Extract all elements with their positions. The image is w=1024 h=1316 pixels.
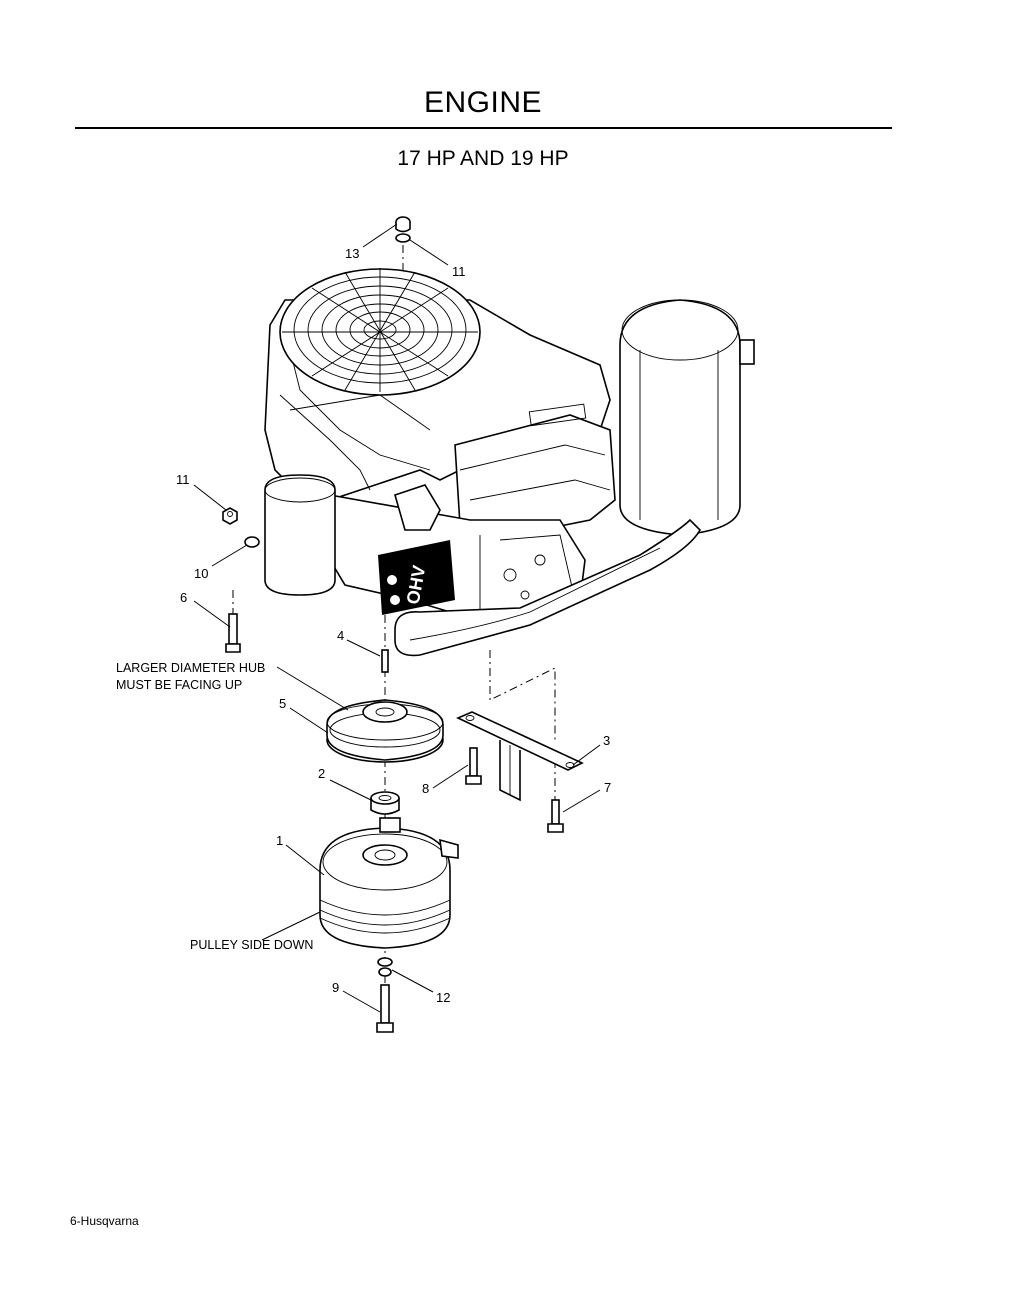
note-hub-line1: LARGER DIAMETER HUB [116, 661, 265, 675]
callout-4: 4 [337, 628, 344, 643]
callout-12: 12 [436, 990, 450, 1005]
title-rule [75, 127, 892, 129]
callout-3: 3 [603, 733, 610, 748]
callout-2: 2 [318, 766, 325, 781]
callout-1: 1 [276, 833, 283, 848]
page-title: ENGINE [423, 86, 543, 119]
page-footer: 6-Husqvarna [70, 1214, 139, 1228]
callout-6: 6 [180, 590, 187, 605]
part-9-bolt [376, 984, 394, 1033]
callout-13: 13 [345, 246, 359, 261]
ohv-decal: OHV [378, 540, 455, 615]
part-13-nut [395, 216, 411, 233]
centerline-bracket [489, 650, 556, 740]
muffler [619, 299, 755, 536]
callout-9: 9 [332, 980, 339, 995]
leader-lines [193, 223, 601, 1013]
part-4-key [381, 649, 389, 673]
part-7-bolt [547, 799, 564, 833]
part-5-pulley [326, 699, 444, 763]
exhaust-pipe [394, 518, 701, 657]
part-2-spacer [370, 791, 400, 815]
page-subtitle: 17 HP AND 19 HP [397, 147, 569, 170]
part-10-washer [244, 536, 260, 548]
part-12-washer [377, 957, 393, 977]
note-pulley: PULLEY SIDE DOWN [190, 938, 313, 952]
callout-11-top: 11 [452, 264, 466, 279]
oil-filter [264, 474, 336, 596]
callout-10: 10 [194, 566, 208, 581]
callout-11-left: 11 [176, 472, 190, 487]
fan-screen [279, 268, 481, 396]
part-11-washer-top [395, 233, 411, 243]
part-1-clutch [319, 817, 459, 949]
callout-8: 8 [422, 781, 429, 796]
part-3-bracket [456, 711, 584, 802]
part-8-bolt [465, 747, 482, 785]
part-11-nut-left [222, 507, 238, 525]
callout-7: 7 [604, 780, 611, 795]
note-hub-line2: MUST BE FACING UP [116, 678, 242, 692]
part-6-bolt [225, 613, 241, 653]
callout-5: 5 [279, 696, 286, 711]
engine-assembly: OHV [264, 268, 755, 657]
